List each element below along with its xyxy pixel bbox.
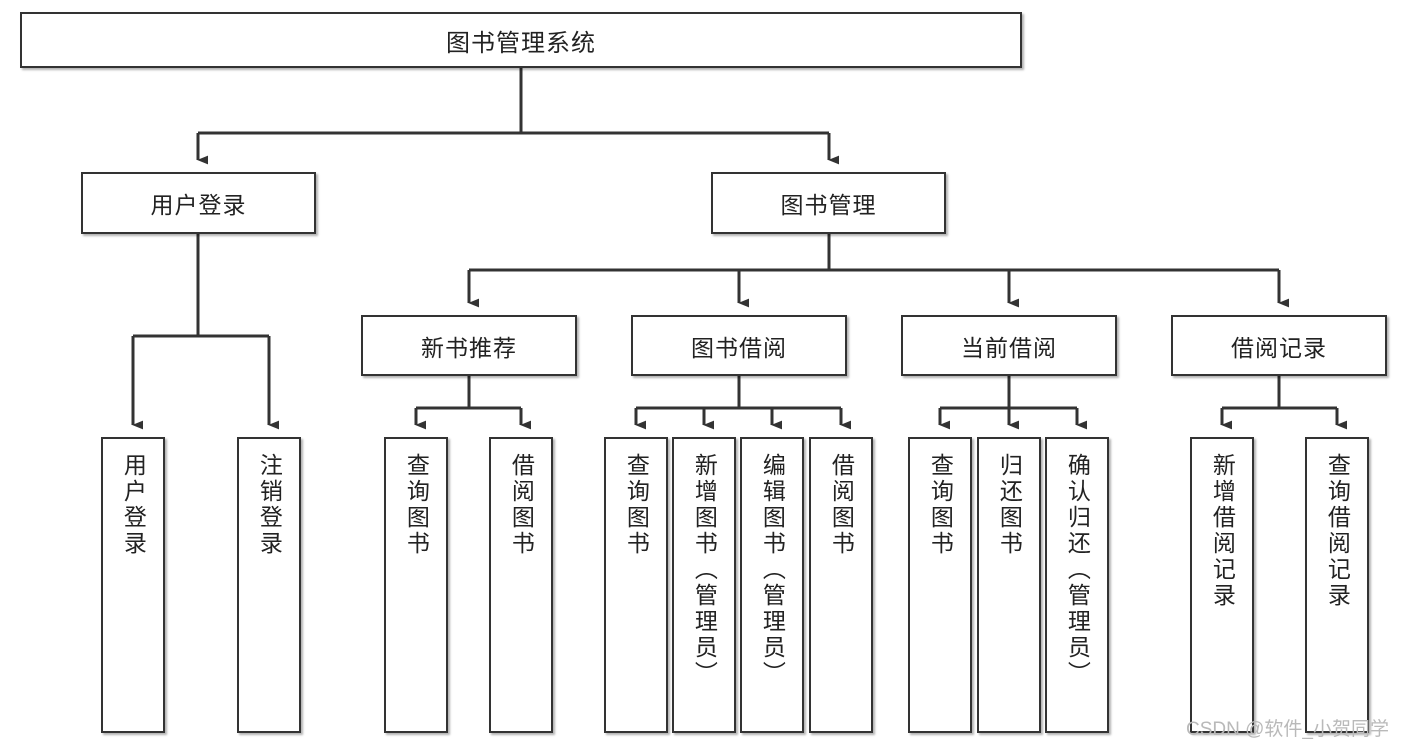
node-leaf-record-add-record[interactable]: 新增借阅记录 — [1190, 437, 1254, 733]
node-current-borrow[interactable]: 当前借阅 — [901, 315, 1117, 376]
node-leaf-borrow-add-book-label: 新增图书（管理员） — [691, 453, 718, 687]
node-leaf-user-login-login-label: 用户登录 — [120, 453, 147, 557]
node-new-book-recommend-label: 新书推荐 — [421, 334, 517, 361]
node-leaf-borrow-edit-book[interactable]: 编辑图书（管理员） — [740, 437, 804, 733]
node-leaf-record-query-record-label: 查询借阅记录 — [1324, 453, 1351, 609]
node-leaf-recommend-borrow-book[interactable]: 借阅图书 — [489, 437, 553, 733]
csdn-watermark: CSDN @软件_小贺同学 — [1186, 719, 1389, 740]
node-borrow-record[interactable]: 借阅记录 — [1171, 315, 1387, 376]
node-leaf-user-login-logout-label: 注销登录 — [256, 453, 283, 557]
node-leaf-recommend-query-book[interactable]: 查询图书 — [384, 437, 448, 733]
node-leaf-borrow-borrow-book-label: 借阅图书 — [828, 453, 855, 557]
node-user-login-label: 用户登录 — [150, 192, 247, 218]
node-root-system[interactable]: 图书管理系统 — [20, 12, 1022, 68]
node-leaf-current-return-book[interactable]: 归还图书 — [977, 437, 1041, 733]
node-leaf-current-query-book[interactable]: 查询图书 — [908, 437, 972, 733]
node-book-borrow[interactable]: 图书借阅 — [631, 315, 847, 376]
node-leaf-borrow-query-book-label: 查询图书 — [623, 453, 650, 557]
node-leaf-current-query-book-label: 查询图书 — [927, 453, 954, 557]
node-leaf-recommend-query-book-label: 查询图书 — [403, 453, 430, 557]
node-book-management-label: 图书管理 — [780, 192, 877, 218]
node-borrow-record-label: 借阅记录 — [1231, 334, 1327, 361]
node-leaf-user-login-login[interactable]: 用户登录 — [101, 437, 165, 733]
node-user-login[interactable]: 用户登录 — [81, 172, 316, 234]
node-leaf-record-add-record-label: 新增借阅记录 — [1209, 453, 1236, 609]
node-leaf-borrow-add-book[interactable]: 新增图书（管理员） — [672, 437, 736, 733]
node-new-book-recommend[interactable]: 新书推荐 — [361, 315, 577, 376]
node-leaf-user-login-logout[interactable]: 注销登录 — [237, 437, 301, 733]
node-leaf-record-query-record[interactable]: 查询借阅记录 — [1305, 437, 1369, 733]
node-root-system-label: 图书管理系统 — [446, 29, 596, 57]
node-book-borrow-label: 图书借阅 — [691, 334, 787, 361]
node-leaf-current-confirm-return[interactable]: 确认归还（管理员） — [1045, 437, 1109, 733]
node-leaf-recommend-borrow-book-label: 借阅图书 — [508, 453, 535, 557]
node-book-management[interactable]: 图书管理 — [711, 172, 946, 234]
node-leaf-current-confirm-return-label: 确认归还（管理员） — [1064, 453, 1091, 687]
node-current-borrow-label: 当前借阅 — [961, 334, 1057, 361]
node-leaf-borrow-borrow-book[interactable]: 借阅图书 — [809, 437, 873, 733]
node-leaf-borrow-query-book[interactable]: 查询图书 — [604, 437, 668, 733]
node-leaf-current-return-book-label: 归还图书 — [996, 453, 1023, 557]
node-leaf-borrow-edit-book-label: 编辑图书（管理员） — [759, 453, 786, 687]
